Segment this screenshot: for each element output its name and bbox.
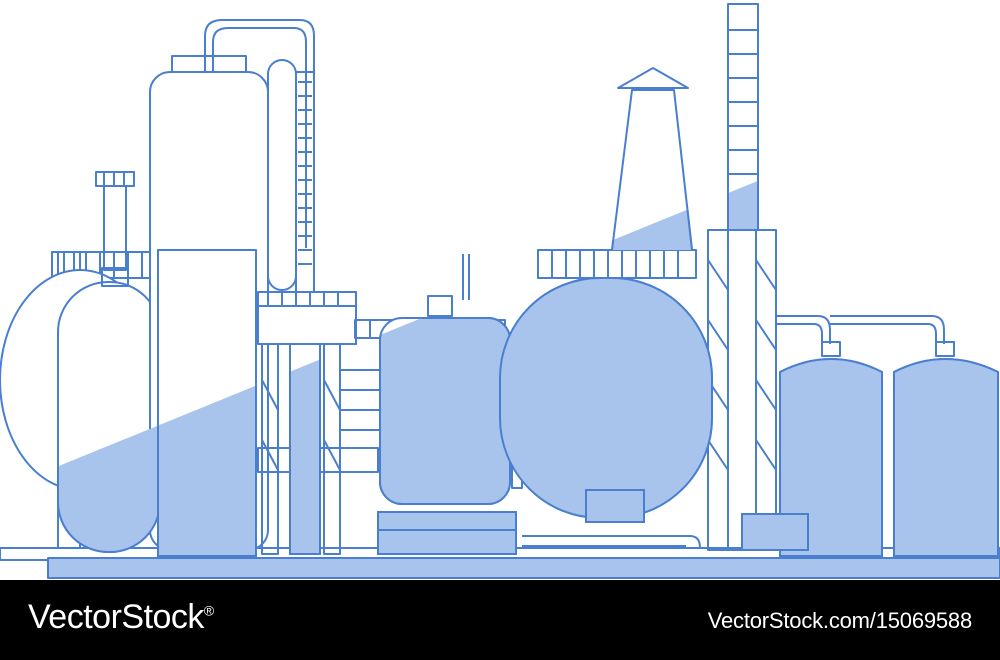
pipes-to-silos [776,315,945,344]
vectorstock-logo: VectorStock® [28,598,214,636]
industrial-plant-illustration [0,3,1000,579]
watermark-footer: VectorStock® VectorStock.com/15069588 [0,580,1000,660]
registered-mark: ® [203,602,214,619]
stock-image-url: VectorStock.com/15069588 [707,608,972,633]
ground-base [47,557,1000,579]
